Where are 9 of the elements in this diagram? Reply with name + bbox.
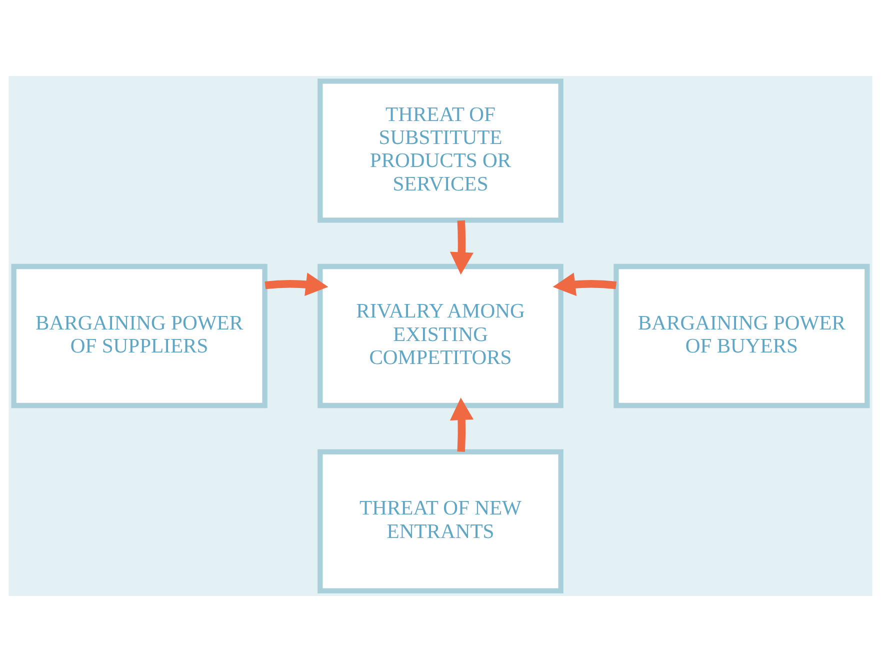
arrow	[264, 272, 328, 296]
node-box: BARGAINING POWER OF BUYERS	[614, 264, 870, 408]
node-box: RIVALRY AMONG EXISTING COMPETITORS	[318, 264, 564, 408]
node-box: THREAT OF SUBSTITUTE PRODUCTS OR SERVICES	[318, 78, 564, 223]
arrow	[552, 272, 617, 296]
node-box: BARGAINING POWER OF SUPPLIERS	[11, 264, 268, 408]
node-box: THREAT OF NEW ENTRANTS	[318, 449, 564, 594]
arrow	[450, 398, 474, 452]
arrow	[450, 220, 474, 275]
